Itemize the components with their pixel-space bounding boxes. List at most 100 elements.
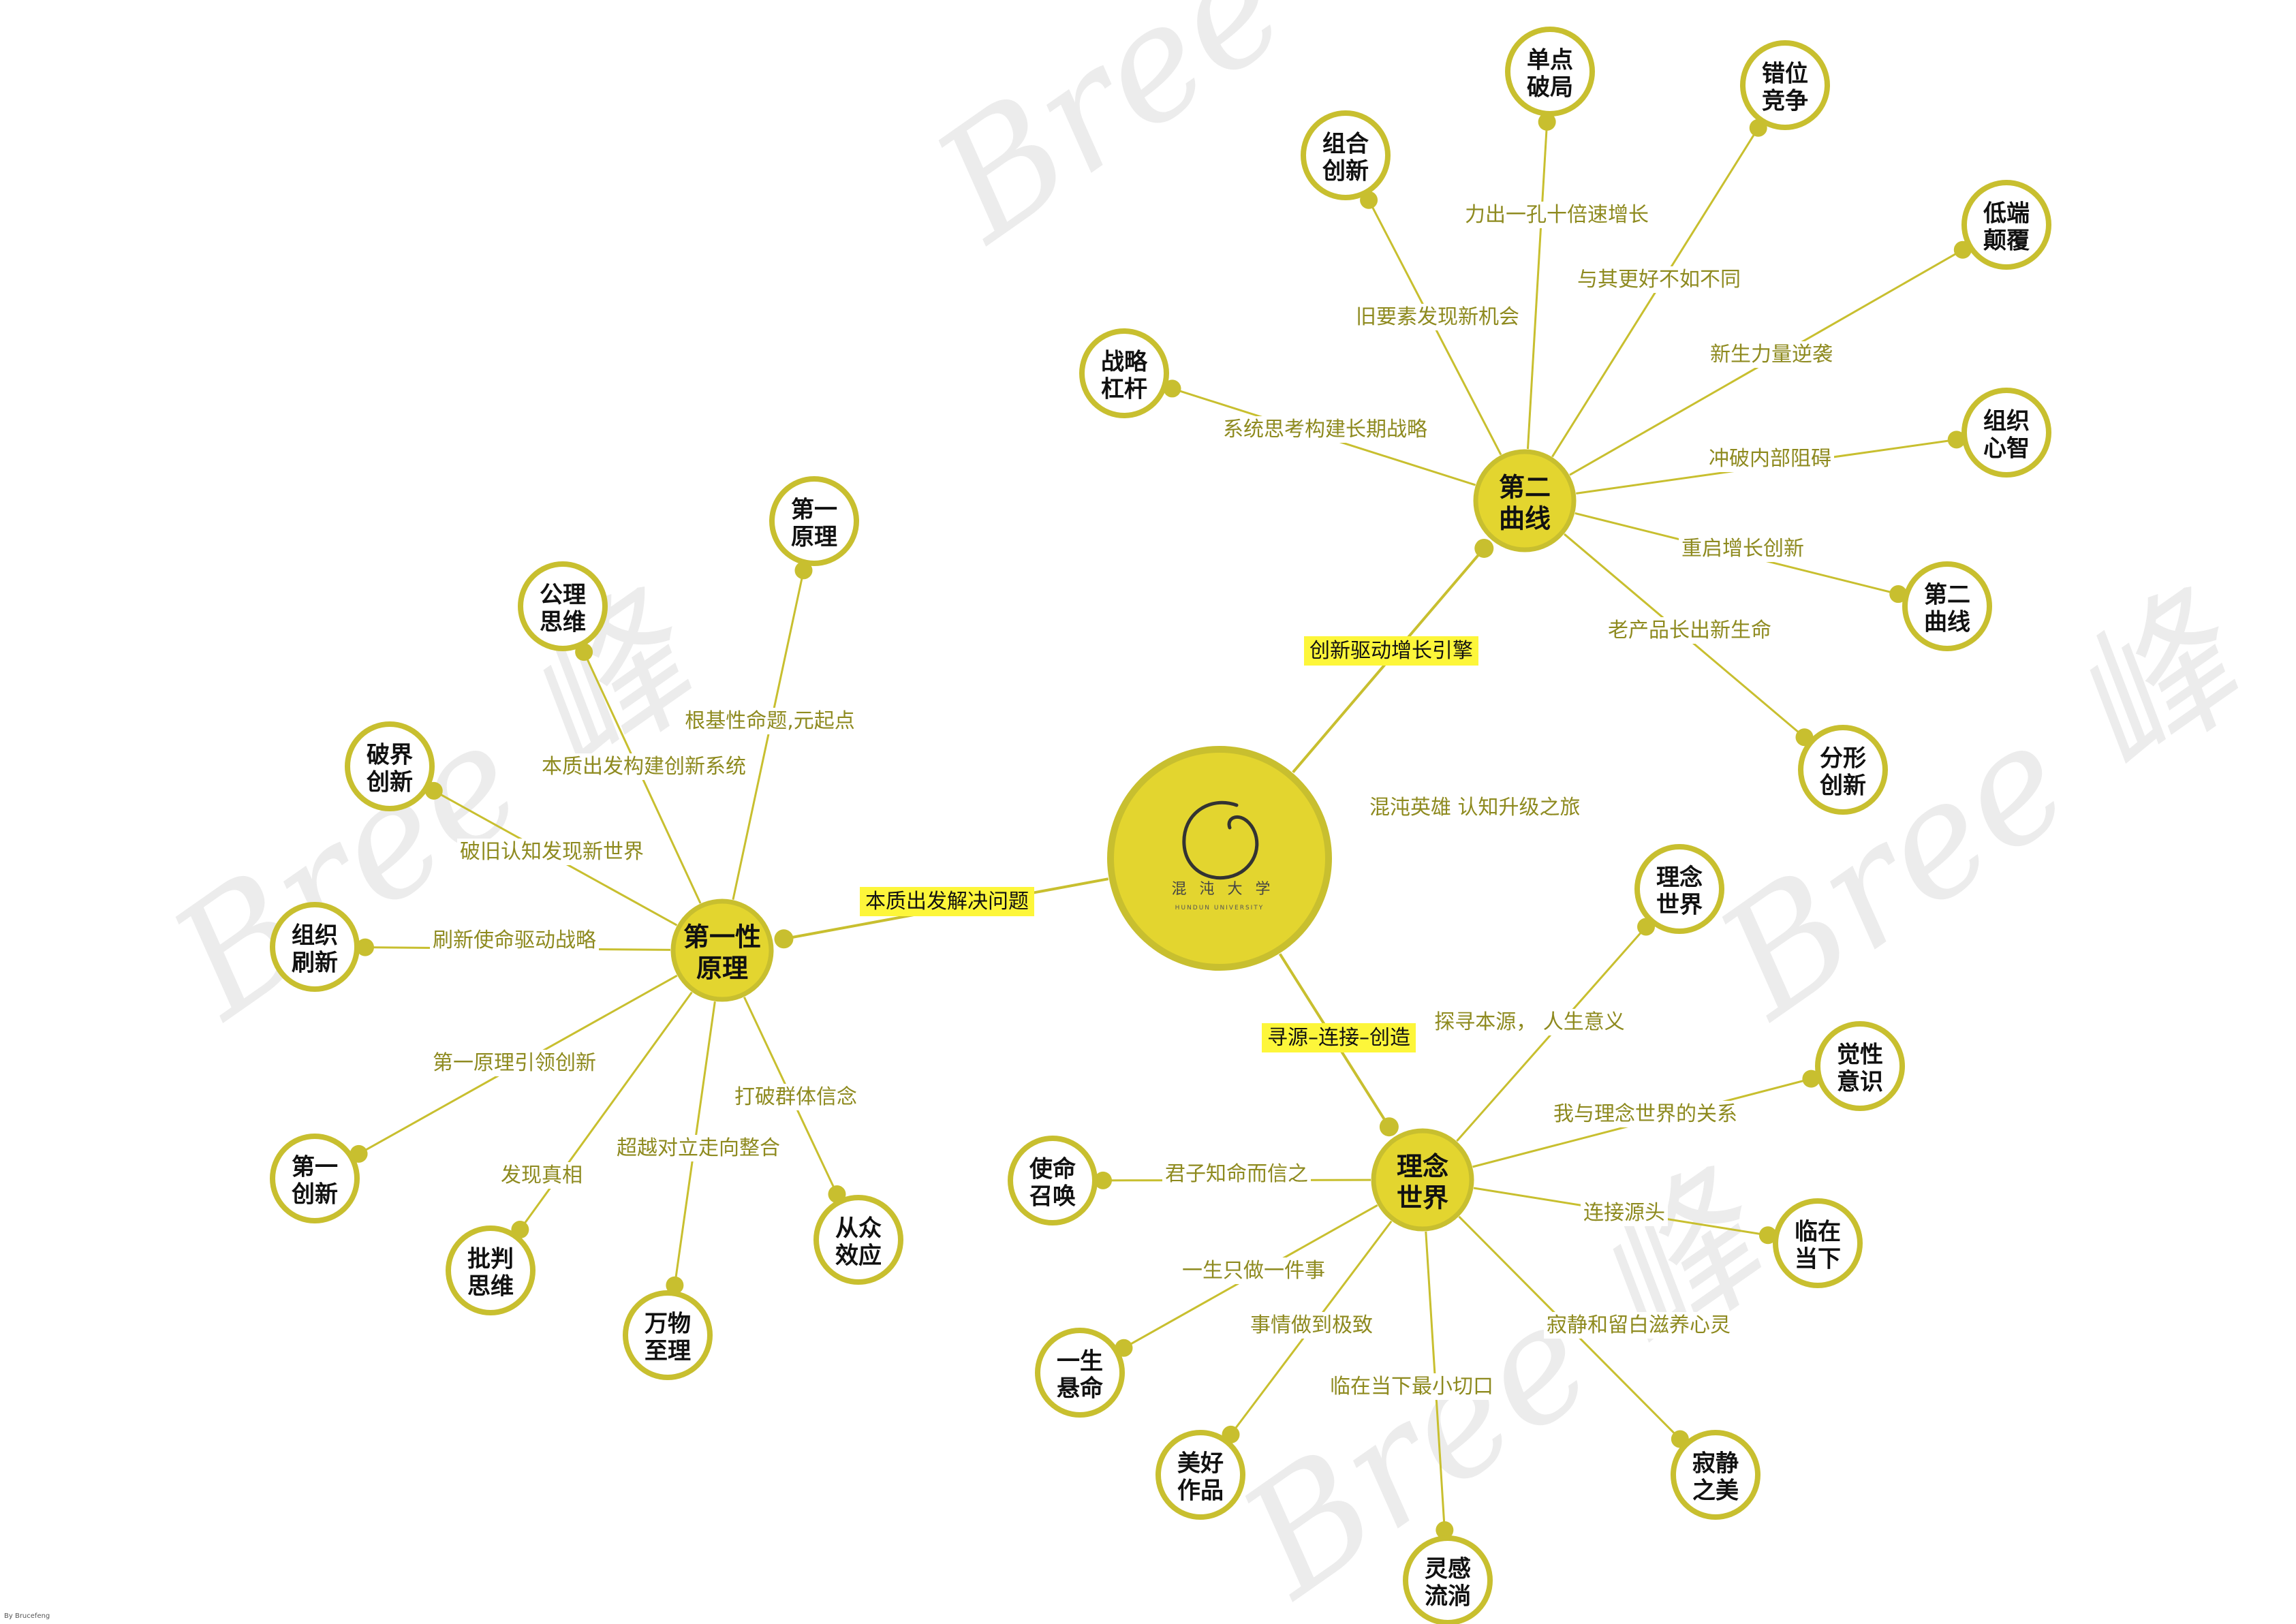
leaf-node[interactable]: 组织刷新 [270,902,360,992]
leaf-node[interactable]: 使命召唤 [1008,1136,1098,1225]
label-backing [1706,446,1834,472]
leaf-title: 第一原理 [791,496,837,550]
leaf-node[interactable]: 寂静之美 [1671,1430,1760,1520]
leaf-node[interactable]: 理念世界 [1634,844,1724,934]
leaf-circle [1740,40,1830,130]
hub-title: 第二曲线 [1499,473,1551,534]
label-backing [457,839,647,865]
leaf-title: 第一创新 [291,1153,338,1208]
leaf-node[interactable]: 美好作品 [1155,1430,1245,1520]
leaf-title: 破界创新 [366,741,413,796]
leaf-node[interactable]: 公理思维 [518,561,608,651]
leaf-node[interactable]: 从众效应 [813,1195,903,1285]
labels-layer: 本质出发解决问题根基性命题,元起点本质出发构建创新系统破旧认知发现新世界刷新使命… [430,202,1835,1400]
leaf-title: 错位竞争 [1762,60,1808,114]
leaf-title-line: 效应 [835,1242,882,1269]
leaf-node[interactable]: 灵感流淌 [1403,1535,1493,1624]
leaf-title-line: 至理 [645,1337,691,1364]
leaf-node[interactable]: 单点破局 [1505,27,1595,116]
branch-hub-second-curve[interactable]: 第二曲线 [1473,449,1577,552]
branch-hub-idea-world[interactable]: 理念世界 [1371,1128,1474,1232]
label-highlight [1304,636,1478,666]
main-label-text: 本质出发解决问题 [865,890,1029,914]
leaf-title-line: 组合 [1322,130,1369,157]
hub-title: 理念世界 [1397,1152,1448,1213]
leaf-title: 临在当下 [1795,1218,1841,1272]
leaf-title: 一生悬命 [1057,1347,1103,1402]
leaf-node[interactable]: 批判思维 [446,1225,536,1315]
leaf-circle [1008,1136,1098,1225]
leaf-node[interactable]: 错位竞争 [1740,40,1830,130]
main-branch-label: 创新驱动增长引擎 [1304,636,1478,666]
slogan: 混沌英雄 认知升级之旅 [1369,796,1581,819]
leaf-title-line: 分形 [1820,745,1866,772]
branch-label: 临在当下最小切口 [1330,1375,1493,1399]
leaf-circle [446,1225,536,1315]
label-backing [430,927,599,954]
leaf-title: 低端颠覆 [1983,200,2030,254]
leaf-node[interactable]: 组合创新 [1301,110,1391,200]
leaf-title-line: 使命 [1029,1155,1076,1183]
leaf-node[interactable]: 组织心智 [1961,388,2051,478]
branch-label: 打破群体信念 [734,1085,857,1109]
leaf-connector [732,570,805,901]
leaf-connector [1526,121,1549,450]
leaf-title-line: 第一 [292,1153,338,1181]
leaf-title-line: 理念 [1656,864,1703,891]
hub-circle [1473,449,1577,552]
label-backing [1605,617,1774,644]
leaf-node[interactable]: 低端颠覆 [1961,180,2051,270]
leaf-title: 灵感流淌 [1425,1555,1471,1610]
leaf-title-line: 杠杆 [1101,375,1147,403]
leaf-title-line: 流淌 [1425,1582,1471,1610]
center-hub[interactable]: 混 沌 大 学 HUNDUN UNIVERSITY [1107,746,1332,971]
credit: By Brucefeng [4,1612,50,1620]
label-backing [539,753,749,780]
label-backing [430,1050,599,1076]
leaf-title: 分形创新 [1819,745,1866,799]
label-backing [1353,304,1522,330]
leaf-title: 组织刷新 [292,922,338,976]
leaf-title-line: 批判 [467,1245,514,1272]
leaf-node[interactable]: 第一创新 [270,1134,360,1223]
leaf-title: 美好作品 [1177,1450,1224,1504]
branch-label: 力出一孔十倍速增长 [1465,203,1649,227]
label-backing [1551,1101,1740,1127]
leaf-title-line: 公理 [540,581,586,608]
branch-label: 重启增长创新 [1681,537,1804,561]
leaf-circle [270,902,360,992]
leaf-node[interactable]: 战略杠杆 [1079,328,1169,418]
leaf-node[interactable]: 第一原理 [769,476,859,566]
leaf-circle [1671,1430,1760,1520]
leaf-node[interactable]: 破界创新 [345,721,435,811]
branch-hub-first-principle[interactable]: 第一性原理 [670,899,774,1002]
leaf-title-line: 之美 [1692,1477,1739,1504]
leaf-title-line: 世界 [1656,891,1703,918]
branch-label: 老产品长出新生命 [1608,619,1771,642]
connector-dot [1758,1226,1777,1245]
leaf-node[interactable]: 临在当下 [1773,1198,1863,1288]
label-backing [1679,535,1807,562]
leaf-title: 组织心智 [1983,407,2030,462]
leaf-node[interactable]: 觉性意识 [1815,1021,1905,1111]
label-backing [1544,1312,1733,1339]
leaf-circle [1301,110,1391,200]
leaf-node[interactable]: 第二曲线 [1902,561,1992,651]
branch-label: 我与理念世界的关系 [1553,1102,1737,1126]
leaf-node[interactable]: 分形创新 [1798,725,1888,815]
branch-label: 冲破内部阻碍 [1709,447,1831,471]
leaf-title-line: 颠覆 [1983,227,2030,254]
leaf-title-line: 思维 [467,1272,514,1300]
branch-label: 超越对立走向整合 [617,1136,780,1160]
main-branch-label: 本质出发解决问题 [860,887,1034,916]
leaf-title-line: 思维 [540,608,586,636]
branch-label: 连接源头 [1583,1201,1665,1225]
leaf-title: 使命召唤 [1029,1155,1076,1210]
hub-title-line: 第二 [1499,473,1551,503]
label-backing [1179,1258,1328,1284]
branch-label: 一生只做一件事 [1182,1259,1325,1283]
leaf-node[interactable]: 一生悬命 [1035,1328,1125,1418]
label-backing [1574,266,1743,293]
leaf-node[interactable]: 万物至理 [623,1290,713,1380]
